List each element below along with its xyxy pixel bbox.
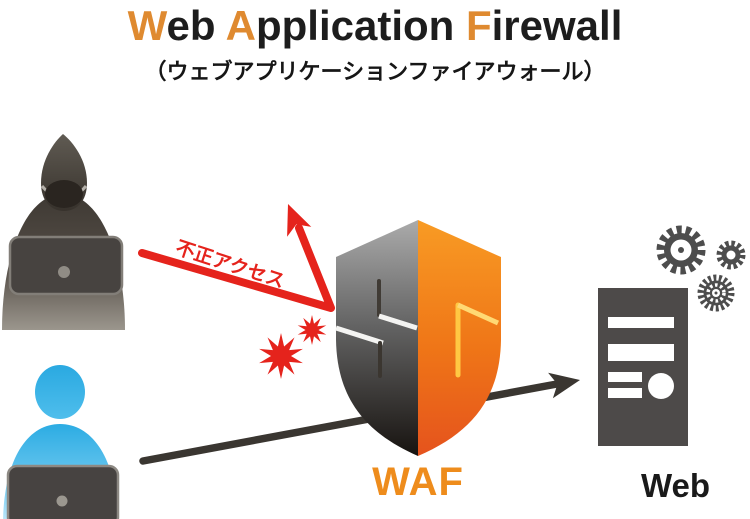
gear-icon — [697, 274, 735, 312]
hacker-icon — [2, 134, 125, 330]
waf-label: WAF — [372, 460, 464, 504]
title-letter-f: F — [465, 2, 492, 49]
laptop-icon — [6, 464, 120, 519]
server-icon — [598, 288, 688, 446]
shield-icon — [335, 220, 501, 456]
gear-icon — [716, 240, 746, 270]
user-icon — [3, 365, 120, 519]
title-letter-w: W — [127, 2, 167, 49]
page-title: Web Application Firewall — [0, 2, 750, 50]
attack-arrow — [138, 204, 335, 312]
gear-icon — [656, 225, 706, 275]
title-part-pplication: pplication — [255, 2, 466, 49]
page-subtitle: （ウェブアプリケーションファイアウォール） — [144, 59, 606, 84]
web-server-label: Web — [640, 467, 711, 504]
starburst-icon — [259, 315, 327, 379]
title-part-irewall: irewall — [491, 2, 623, 49]
title-part-eb: eb — [166, 2, 226, 49]
shield-emblem — [335, 279, 500, 378]
title-letter-a: A — [225, 2, 256, 49]
laptop-icon — [8, 235, 124, 296]
